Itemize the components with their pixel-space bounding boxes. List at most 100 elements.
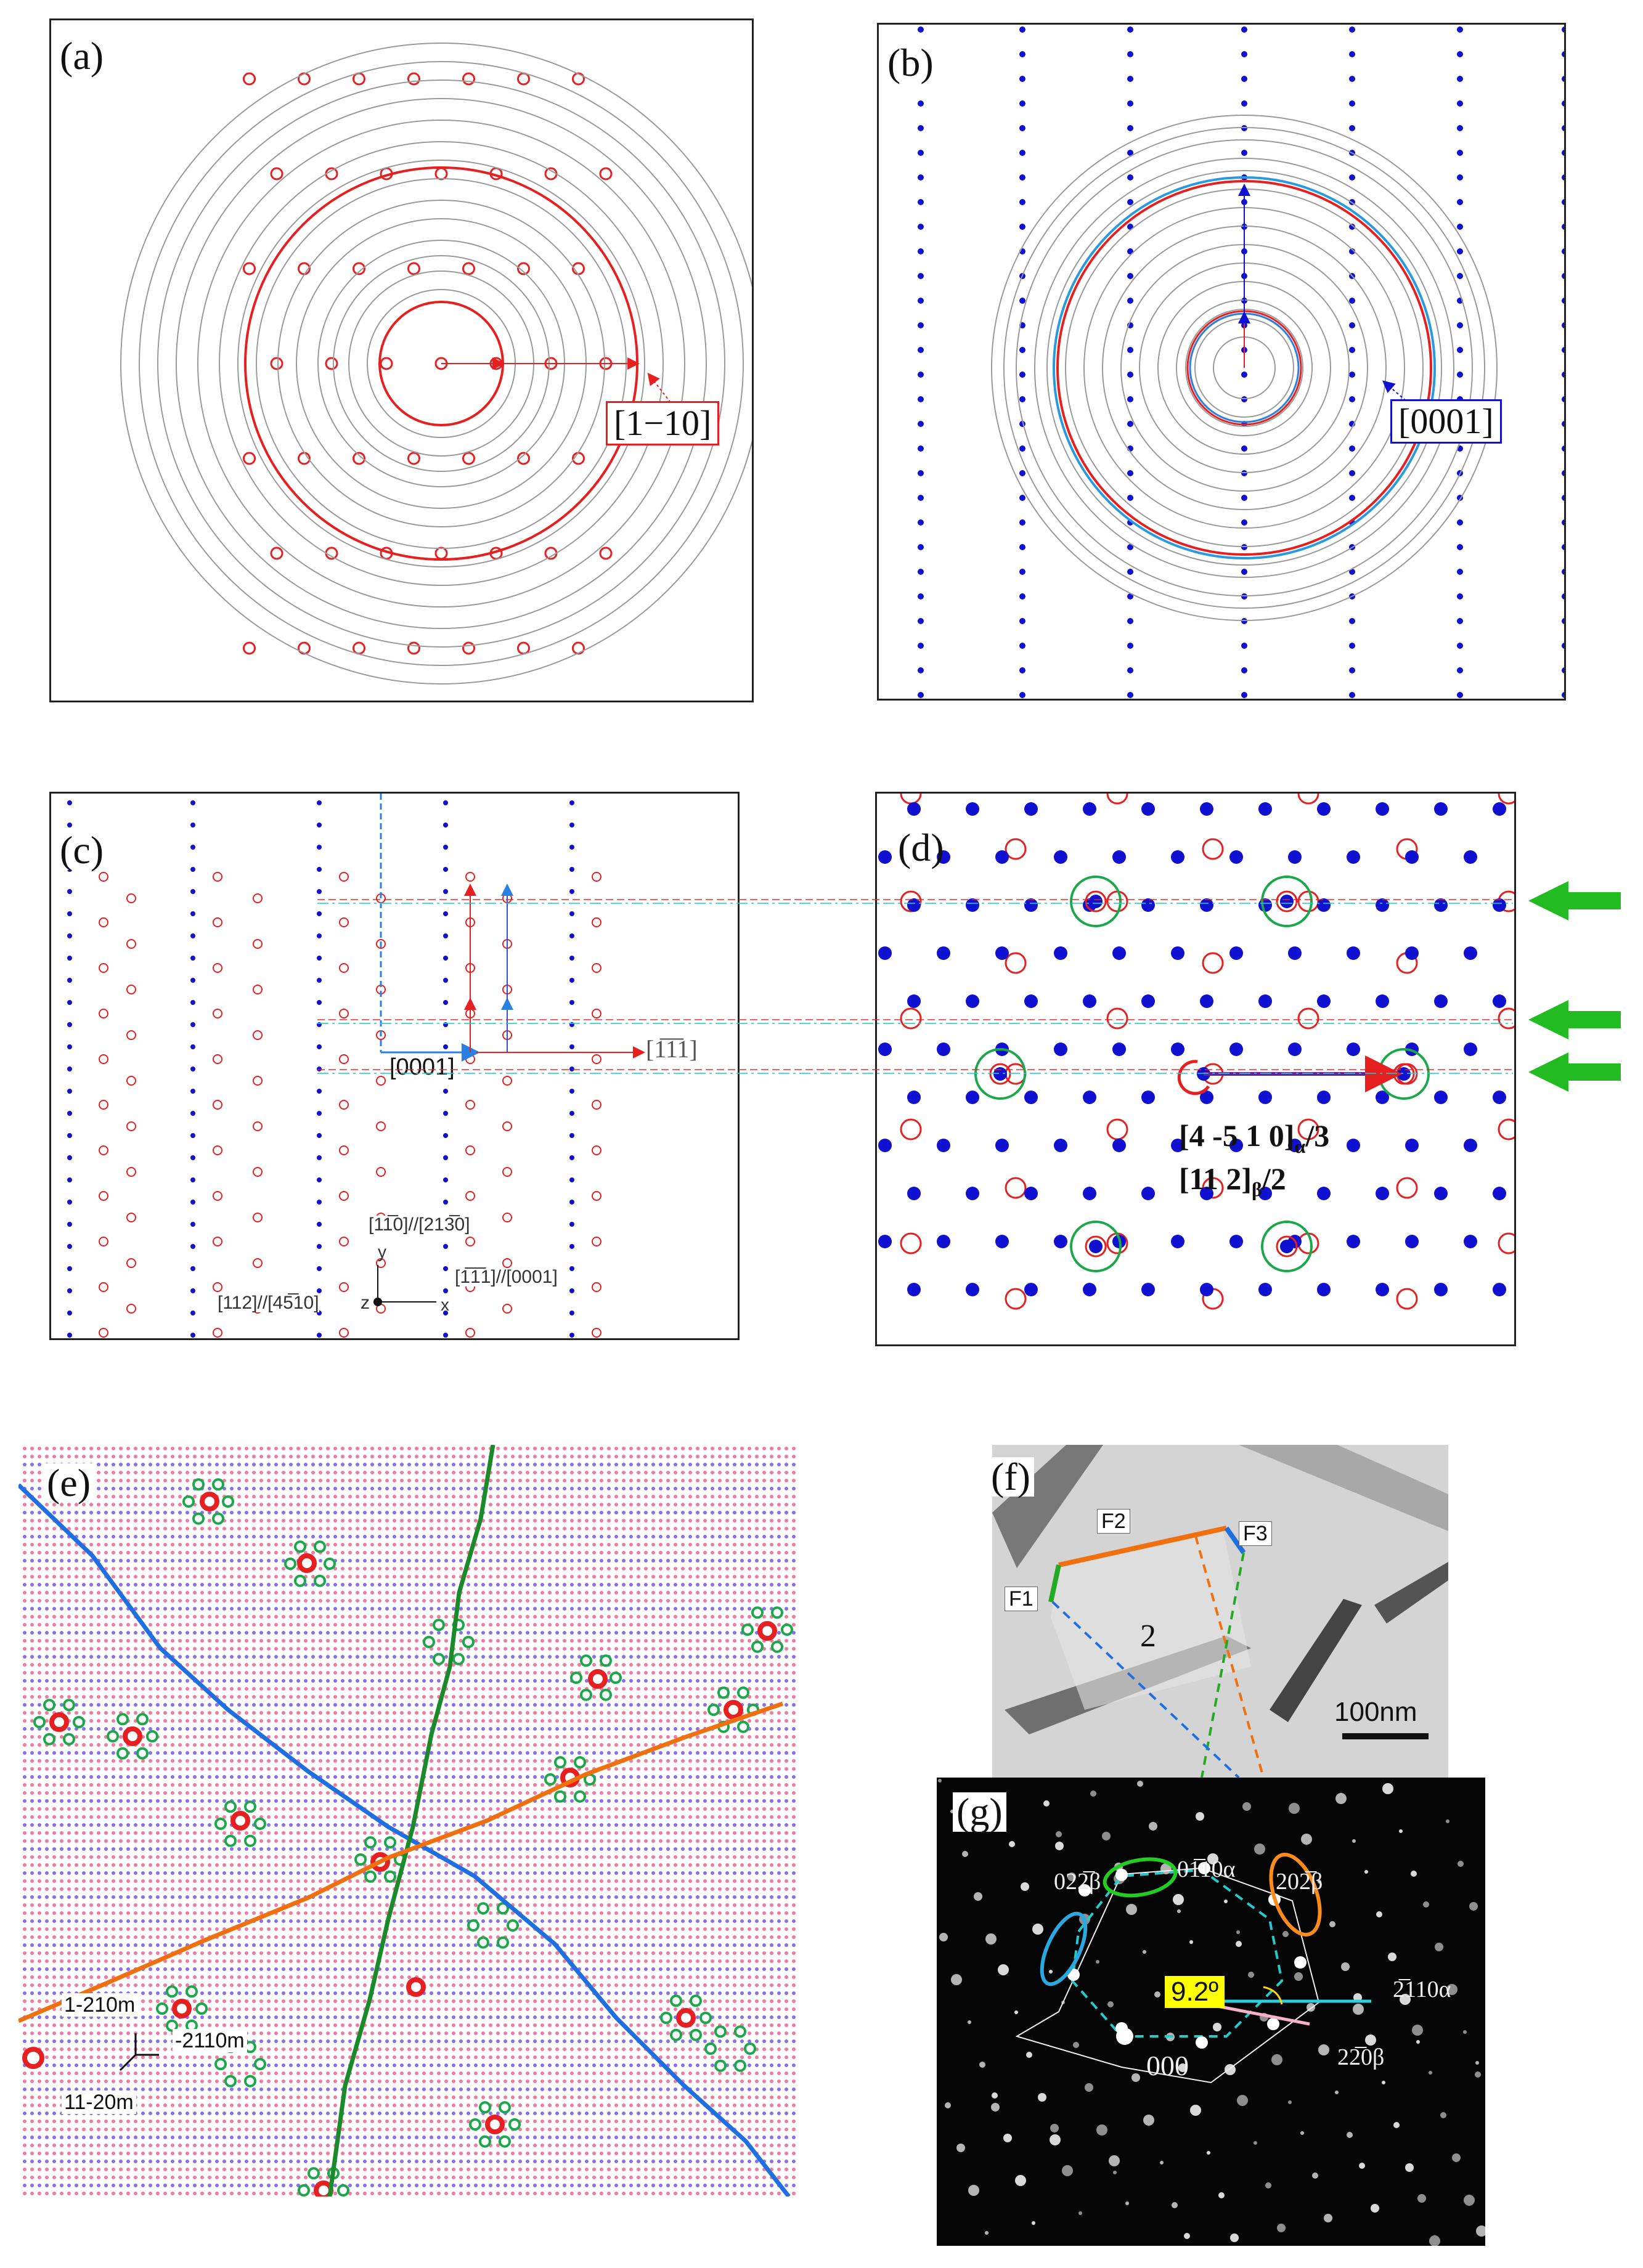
- atom: [430, 1503, 433, 1506]
- atom: [585, 1599, 589, 1603]
- panel-a: (a) [1−10]: [49, 18, 754, 702]
- atom: [681, 1743, 685, 1747]
- atom: [614, 1623, 618, 1627]
- atom: [696, 1575, 699, 1579]
- atom: [126, 1575, 130, 1579]
- alpha-spot: [213, 963, 222, 973]
- atom: [112, 1447, 115, 1450]
- atom: [215, 1703, 219, 1707]
- atom: [104, 1447, 108, 1450]
- atom: [577, 1567, 581, 1571]
- atom: [112, 1711, 115, 1715]
- atom: [748, 1543, 751, 1547]
- atom: [97, 1479, 100, 1482]
- atom: [89, 1719, 93, 1723]
- atom: [67, 1551, 71, 1555]
- atom: [674, 1559, 677, 1563]
- atom: [688, 1583, 692, 1587]
- atom: [393, 1575, 396, 1579]
- atom: [444, 1719, 448, 1723]
- panel-d-label: (d): [898, 826, 944, 869]
- atom: [289, 1727, 293, 1731]
- atom: [363, 1647, 367, 1651]
- atom: [740, 1639, 744, 1643]
- atom: [459, 1687, 463, 1691]
- atom: [252, 1663, 256, 1667]
- atom: [378, 1703, 381, 1707]
- atom: [230, 1559, 234, 1563]
- atom: [30, 1759, 34, 1763]
- atom: [104, 1719, 108, 1723]
- atom: [178, 1687, 182, 1691]
- atom: [282, 1663, 285, 1667]
- atom: [341, 1583, 344, 1587]
- atom: [363, 1447, 367, 1450]
- atom: [208, 1711, 211, 1715]
- atom: [215, 1687, 219, 1691]
- atom: [770, 1671, 773, 1675]
- atom: [548, 1607, 552, 1611]
- beta-spot: [1457, 569, 1463, 575]
- atom: [748, 1479, 751, 1482]
- atom: [785, 1599, 788, 1603]
- atom: [149, 1727, 152, 1731]
- beta-spot: [1241, 495, 1247, 501]
- atom: [400, 1671, 404, 1675]
- atom: [296, 1599, 300, 1603]
- atom: [711, 1759, 714, 1763]
- atom: [785, 1647, 788, 1651]
- atom: [134, 1551, 137, 1555]
- beta-spot: [190, 1111, 195, 1116]
- atom: [319, 1495, 322, 1498]
- atom: [237, 1575, 241, 1579]
- alpha-spot: [253, 1167, 263, 1177]
- beta-spot: [918, 322, 924, 328]
- atom: [437, 1631, 441, 1635]
- atom: [333, 1695, 337, 1699]
- atom: [311, 1639, 315, 1643]
- atom: [319, 1511, 322, 1514]
- atom: [134, 1663, 137, 1667]
- alpha-spot: [213, 917, 222, 927]
- atom: [555, 1687, 559, 1691]
- atom: [296, 1703, 300, 1707]
- atom: [711, 1615, 714, 1619]
- atom: [186, 1455, 189, 1458]
- atom: [237, 1463, 241, 1466]
- atom: [563, 1751, 566, 1755]
- atom: [311, 1607, 315, 1611]
- atom: [666, 1511, 670, 1514]
- atom: [444, 1511, 448, 1514]
- atom: [540, 1503, 544, 1506]
- atom: [651, 1727, 655, 1731]
- atom: [326, 1711, 330, 1715]
- atom: [666, 1551, 670, 1555]
- atom: [171, 1663, 174, 1667]
- atom: [38, 1455, 41, 1458]
- atom: [75, 1599, 78, 1603]
- atom: [518, 1463, 522, 1466]
- atom: [600, 1527, 603, 1530]
- atom: [82, 1695, 86, 1699]
- atom: [208, 1559, 211, 1563]
- atom: [104, 1703, 108, 1707]
- atom: [504, 1591, 507, 1595]
- atom: [762, 1751, 766, 1755]
- atom: [30, 1575, 34, 1579]
- atom: [577, 1655, 581, 1659]
- atom: [230, 1527, 234, 1530]
- atom: [548, 1719, 552, 1723]
- atom: [178, 1559, 182, 1563]
- atom: [762, 1663, 766, 1667]
- atom: [319, 1759, 322, 1763]
- atom: [23, 1743, 26, 1747]
- alpha-spot: [99, 1009, 108, 1018]
- atom: [651, 1487, 655, 1490]
- atom: [245, 1743, 248, 1747]
- atom: [378, 1527, 381, 1530]
- beta-spot: [1241, 150, 1247, 156]
- beta-spot: [569, 1333, 574, 1338]
- atom: [259, 1655, 263, 1659]
- atom: [777, 1751, 781, 1755]
- atom: [681, 1711, 685, 1715]
